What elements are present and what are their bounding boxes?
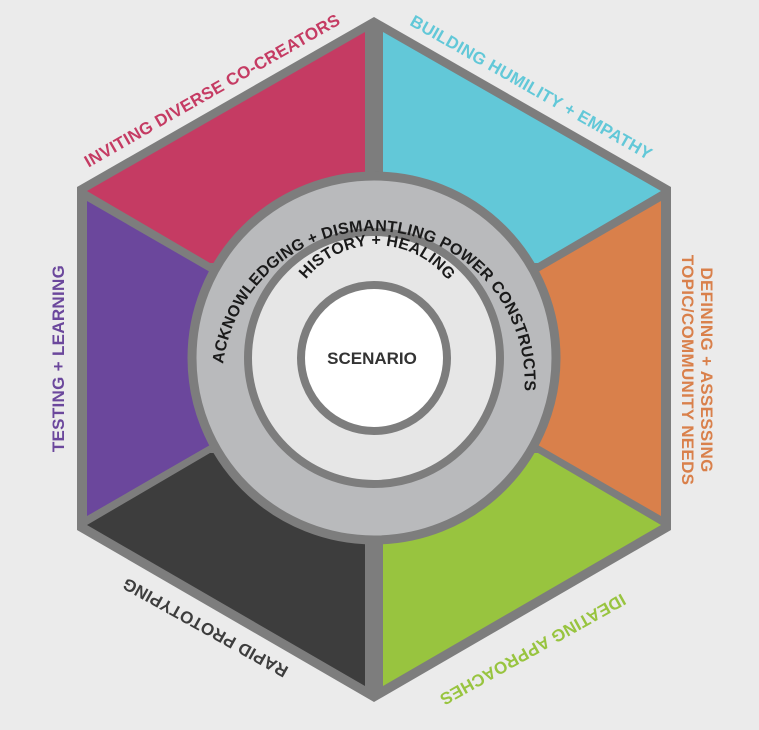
center-circle[interactable]	[297, 281, 451, 435]
segment-defining[interactable]	[538, 201, 661, 516]
label-defining-line1: DEFINING + ASSESSING	[697, 267, 716, 472]
center-label: SCENARIO	[327, 349, 417, 368]
segment-testing[interactable]	[87, 201, 210, 516]
label-testing: TESTING + LEARNING	[49, 265, 68, 452]
label-defining-line2: TOPIC/COMMUNITY NEEDS	[678, 255, 697, 486]
